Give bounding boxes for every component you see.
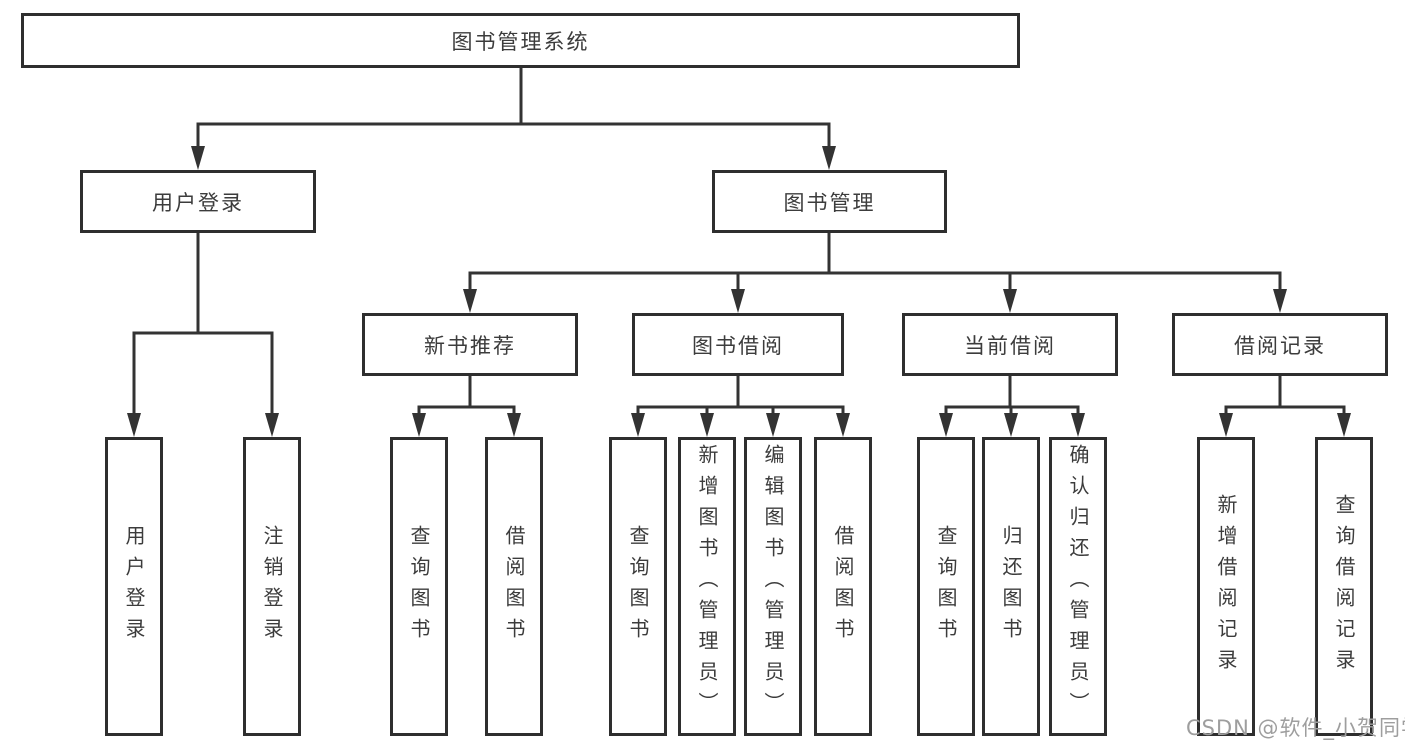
- node-label: 当前借阅: [964, 333, 1056, 358]
- node-leaf-borrow-books-recommendation: 借阅图书: [485, 437, 543, 736]
- arrow-icon: [731, 289, 745, 313]
- node-label: 用户登录: [122, 524, 146, 649]
- node-leaf-query-books-borrowing: 查询图书: [609, 437, 667, 736]
- node-leaf-add-books-admin: 新增图书（管理员）: [678, 437, 736, 736]
- node-user-login-module: 用户登录: [80, 170, 316, 233]
- arrow-icon: [631, 413, 645, 437]
- node-label: 图书管理系统: [451, 29, 590, 54]
- arrow-icon: [939, 413, 953, 437]
- node-label: 新增借阅记录: [1214, 493, 1238, 680]
- arrow-icon: [463, 289, 477, 313]
- arrow-icon: [127, 413, 141, 437]
- node-leaf-edit-books-admin: 编辑图书（管理员）: [744, 437, 802, 736]
- node-label: 查询借阅记录: [1332, 493, 1356, 680]
- node-label: 借阅图书: [831, 524, 855, 649]
- node-label: 借阅记录: [1234, 333, 1326, 358]
- arrow-icon: [1003, 289, 1017, 313]
- node-label: 查询图书: [407, 524, 431, 649]
- arrow-icon: [1219, 413, 1233, 437]
- arrow-icon: [191, 146, 205, 170]
- node-leaf-confirm-return-admin: 确认归还（管理员）: [1049, 437, 1107, 736]
- node-leaf-user-login: 用户登录: [105, 437, 163, 736]
- node-label: 归还图书: [999, 524, 1023, 649]
- node-label: 注销登录: [260, 524, 284, 649]
- arrow-icon: [1071, 413, 1085, 437]
- node-current-borrowing: 当前借阅: [902, 313, 1118, 376]
- node-library-management-system: 图书管理系统: [21, 13, 1020, 68]
- arrow-icon: [412, 413, 426, 437]
- arrow-icon: [822, 146, 836, 170]
- node-leaf-query-borrow-record: 查询借阅记录: [1315, 437, 1373, 736]
- arrow-icon: [766, 413, 780, 437]
- node-label: 查询图书: [626, 524, 650, 649]
- node-label: 编辑图书（管理员）: [761, 444, 785, 723]
- arrow-icon: [507, 413, 521, 437]
- node-label: 图书管理: [783, 190, 876, 215]
- node-borrowing-records: 借阅记录: [1172, 313, 1388, 376]
- node-label: 新书推荐: [424, 333, 516, 358]
- arrow-icon: [1004, 413, 1018, 437]
- node-label: 图书借阅: [692, 333, 784, 358]
- node-leaf-logout: 注销登录: [243, 437, 301, 736]
- node-leaf-return-books: 归还图书: [982, 437, 1040, 736]
- arrow-icon: [1273, 289, 1287, 313]
- node-new-book-recommendation: 新书推荐: [362, 313, 578, 376]
- node-leaf-query-books-current: 查询图书: [917, 437, 975, 736]
- node-label: 确认归还（管理员）: [1066, 444, 1090, 723]
- arrow-icon: [265, 413, 279, 437]
- arrow-icon: [836, 413, 850, 437]
- arrowheads: [127, 146, 1351, 437]
- connector-path: [132, 68, 1346, 416]
- node-leaf-query-books-recommendation: 查询图书: [390, 437, 448, 736]
- node-book-management-module: 图书管理: [712, 170, 947, 233]
- node-leaf-borrow-books: 借阅图书: [814, 437, 872, 736]
- arrow-icon: [1337, 413, 1351, 437]
- node-label: 查询图书: [934, 524, 958, 649]
- node-label: 用户登录: [152, 190, 244, 215]
- node-book-borrowing: 图书借阅: [632, 313, 844, 376]
- node-label: 借阅图书: [502, 524, 526, 649]
- arrow-icon: [700, 413, 714, 437]
- node-leaf-add-borrow-record: 新增借阅记录: [1197, 437, 1255, 736]
- node-label: 新增图书（管理员）: [695, 444, 719, 723]
- csdn-watermark: CSDN @软件_小贺同学: [1186, 716, 1405, 740]
